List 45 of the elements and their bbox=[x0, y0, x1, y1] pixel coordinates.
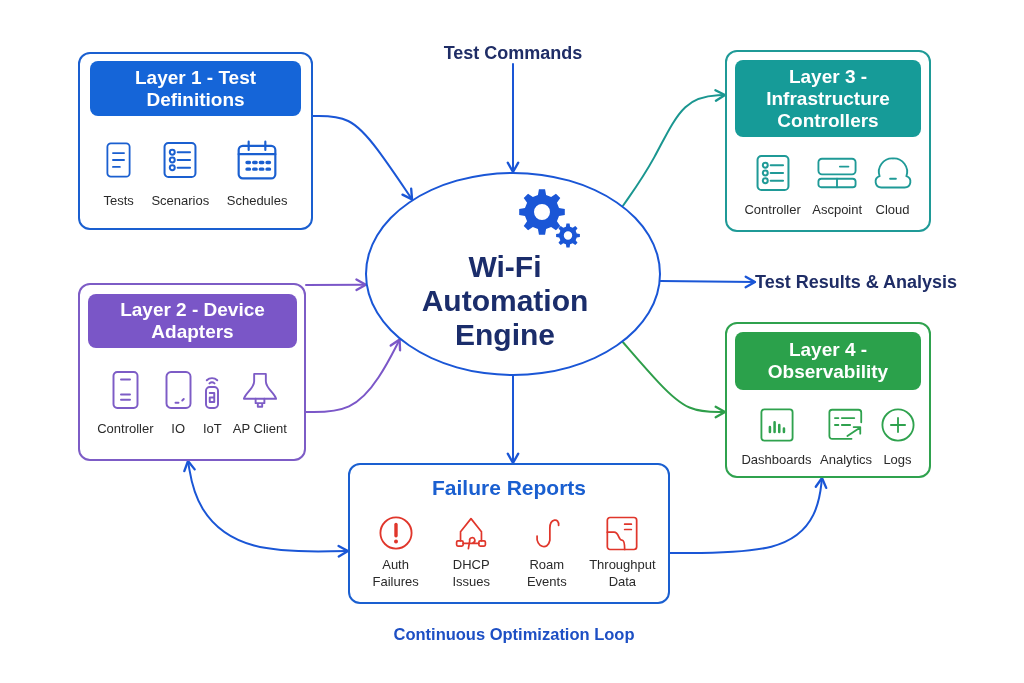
flow-label: Test Commands bbox=[443, 42, 583, 64]
engine-title: Wi-Fi Automation Engine bbox=[420, 250, 590, 352]
layer-banner bbox=[735, 332, 921, 390]
double-headed-arrow bbox=[183, 459, 350, 558]
arrow bbox=[305, 278, 367, 292]
arrow bbox=[305, 338, 402, 413]
item-label: Ascpoint bbox=[812, 201, 863, 218]
item-label: DHCP Issues bbox=[451, 556, 491, 590]
banner-title: Layer 4 - Observability bbox=[766, 339, 890, 383]
report-card bbox=[348, 463, 670, 604]
arrow bbox=[659, 275, 757, 289]
banner-title: Layer 2 - Device Adapters bbox=[119, 299, 266, 343]
arrow bbox=[622, 341, 727, 419]
item-label: IoT bbox=[202, 420, 222, 437]
item-label: Throughput Data bbox=[588, 556, 657, 590]
item-label: Dashboards bbox=[741, 451, 812, 468]
arrow bbox=[669, 476, 828, 554]
layer-card bbox=[78, 283, 306, 461]
layer-banner bbox=[88, 294, 297, 348]
layer-card bbox=[725, 50, 931, 232]
banner-title: Layer 1 - Test Definitions bbox=[133, 66, 258, 111]
item-label: Roam Events bbox=[525, 556, 568, 590]
item-label: AP Client bbox=[232, 420, 287, 437]
card-heading: Failure Reports bbox=[430, 476, 587, 500]
item-label: Analytics bbox=[820, 451, 873, 468]
layer-banner bbox=[735, 60, 921, 137]
item-label: Cloud bbox=[875, 201, 910, 218]
arrow bbox=[622, 89, 727, 207]
arrow bbox=[506, 63, 520, 174]
item-label: IO bbox=[171, 420, 186, 437]
layer-card bbox=[78, 52, 313, 230]
item-label: Logs bbox=[883, 451, 912, 468]
banner-title: Layer 3 - Infrastructure Controllers bbox=[765, 65, 891, 132]
item-label: Schedules bbox=[226, 192, 288, 209]
arrow bbox=[312, 115, 414, 201]
item-label: Scenarios bbox=[151, 192, 210, 209]
flow-label: Test Results & Analysis bbox=[755, 271, 958, 293]
item-label: Controller bbox=[97, 420, 154, 437]
caption-text: Continuous Optimization Loop bbox=[393, 624, 635, 644]
arrow bbox=[506, 375, 520, 465]
layer-card bbox=[725, 322, 931, 478]
item-label: Auth Failures bbox=[371, 556, 420, 590]
item-label: Tests bbox=[103, 192, 134, 209]
item-label: Controller bbox=[744, 201, 801, 218]
layer-banner bbox=[90, 61, 301, 116]
